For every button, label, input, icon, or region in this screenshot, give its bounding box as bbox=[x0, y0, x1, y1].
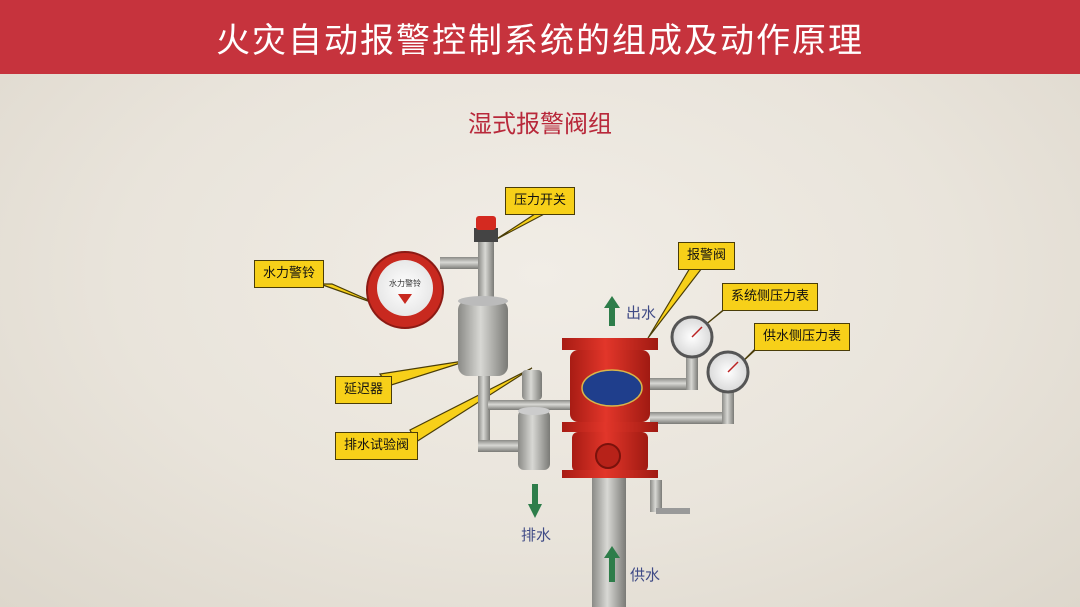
callout-retarder: 延迟器 bbox=[335, 376, 392, 404]
alarm-valve-nameplate bbox=[582, 370, 642, 406]
water-bell-face bbox=[377, 260, 433, 316]
callout-system-gauge: 系统侧压力表 bbox=[722, 283, 818, 311]
retarder-drain-pipe bbox=[478, 376, 490, 446]
pointer-pressure-switch bbox=[495, 212, 548, 240]
outlet-arrow-icon bbox=[604, 296, 620, 326]
alarm-valve-mid-flange bbox=[562, 422, 658, 432]
retarder-body bbox=[458, 300, 508, 376]
pressure-switch-body bbox=[474, 228, 498, 242]
callout-drain-test-valve: 排水试验阀 bbox=[335, 432, 418, 460]
valve-handle bbox=[650, 480, 662, 512]
riser-pipe bbox=[592, 460, 626, 607]
drain-funnel bbox=[518, 410, 550, 470]
callout-pressure-switch: 压力开关 bbox=[505, 187, 575, 215]
callout-alarm-valve: 报警阀 bbox=[678, 242, 735, 270]
flow-label-drain: 排水 bbox=[521, 524, 551, 545]
flow-label-outlet: 出水 bbox=[626, 302, 656, 323]
drain-funnel-top bbox=[518, 407, 550, 415]
pointer-retarder bbox=[380, 360, 470, 386]
drain-test-valve bbox=[522, 370, 542, 400]
supply-gauge-pipe bbox=[650, 412, 732, 424]
valve-handwheel bbox=[596, 444, 620, 468]
callout-supply-gauge: 供水侧压力表 bbox=[754, 323, 850, 351]
flow-label-supply: 供水 bbox=[630, 564, 660, 585]
drain-arrow-icon bbox=[528, 484, 542, 518]
valve-handle-grip bbox=[656, 508, 690, 514]
system-gauge-stem bbox=[686, 355, 698, 390]
valve-lower-flange bbox=[562, 470, 658, 478]
callout-water-bell: 水力警铃 bbox=[254, 260, 324, 288]
alarm-valve-top-flange bbox=[562, 338, 658, 350]
pressure-switch-pipe bbox=[478, 240, 494, 300]
retarder-top bbox=[458, 296, 508, 306]
pressure-switch-cap bbox=[476, 216, 496, 230]
bell-face-label: 水力警铃 bbox=[389, 278, 421, 288]
